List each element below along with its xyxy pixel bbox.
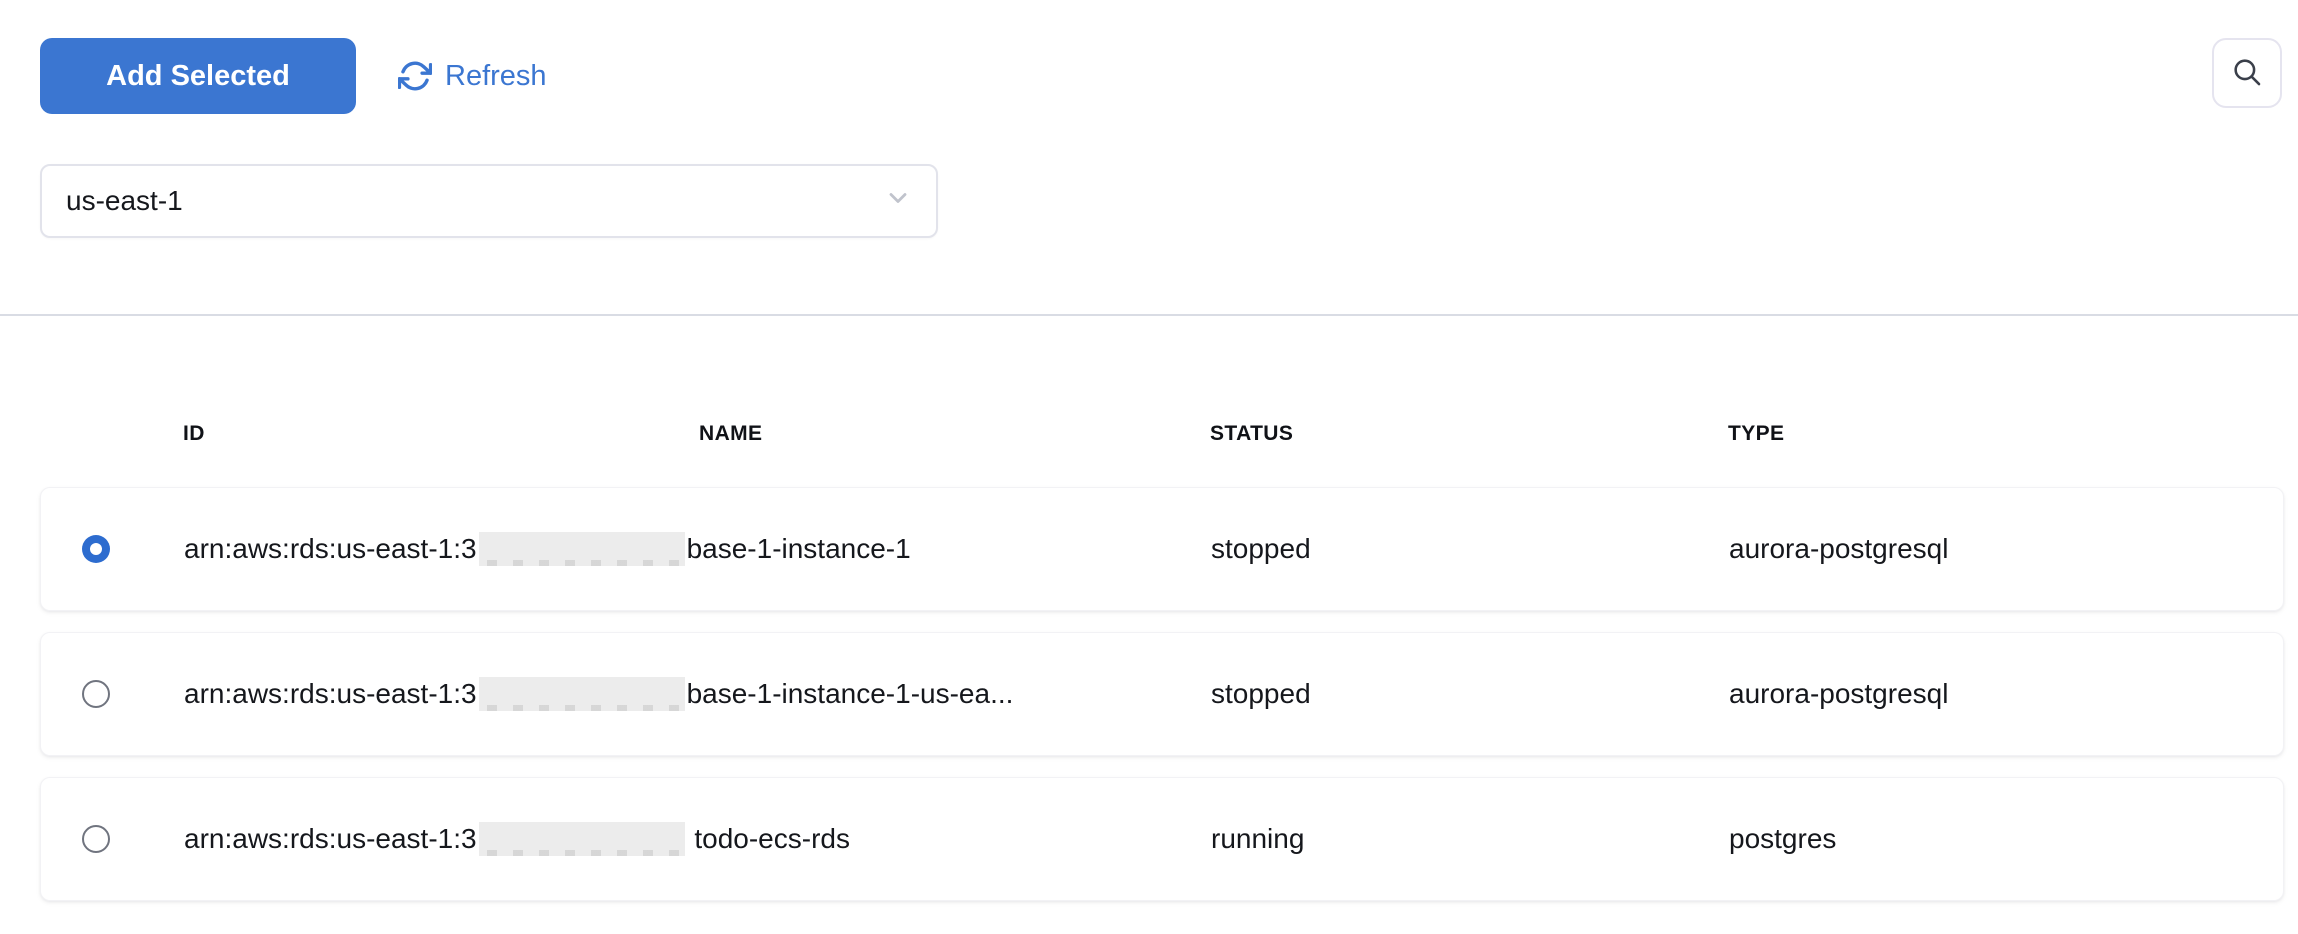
column-header-id: ID (183, 422, 699, 446)
column-header-type: TYPE (1728, 422, 2284, 446)
status-cell: stopped (1211, 533, 1729, 565)
id-suffix: base-1-instance-1 (687, 533, 911, 565)
id-cell: arn:aws:rds:us-east-1:3 base-1-instance-1 (184, 532, 1211, 566)
column-header-status: STATUS (1210, 422, 1728, 446)
redacted-text-block (479, 822, 685, 856)
status-cell: running (1211, 823, 1729, 855)
type-cell: aurora-postgresql (1729, 678, 2283, 710)
row-radio-button[interactable] (82, 535, 110, 563)
divider (0, 314, 2298, 316)
add-selected-button[interactable]: Add Selected (40, 38, 356, 114)
search-icon (2230, 55, 2264, 92)
table-row: arn:aws:rds:us-east-1:3 base-1-instance-1… (40, 632, 2284, 756)
table-row: arn:aws:rds:us-east-1:3 base-1-instance-1… (40, 487, 2284, 611)
row-radio-button[interactable] (82, 680, 110, 708)
id-prefix: arn:aws:rds:us-east-1:3 (184, 823, 477, 855)
type-cell: aurora-postgresql (1729, 533, 2283, 565)
refresh-button[interactable]: Refresh (398, 38, 547, 114)
redacted-text-block (479, 677, 685, 711)
refresh-icon (398, 59, 432, 93)
id-prefix: arn:aws:rds:us-east-1:3 (184, 678, 477, 710)
id-cell: arn:aws:rds:us-east-1:3 todo-ecs-rds (184, 822, 1211, 856)
radio-cell (41, 680, 184, 708)
radio-cell (41, 825, 184, 853)
radio-cell (41, 535, 184, 563)
redacted-text-block (479, 532, 685, 566)
search-button[interactable] (2212, 38, 2282, 108)
table-header: ID NAME STATUS TYPE (40, 414, 2284, 454)
table-row: arn:aws:rds:us-east-1:3 todo-ecs-rds run… (40, 777, 2284, 901)
column-header-name: NAME (699, 422, 1210, 446)
id-prefix: arn:aws:rds:us-east-1:3 (184, 533, 477, 565)
type-cell: postgres (1729, 823, 2283, 855)
chevron-down-icon (884, 184, 912, 219)
region-select-value: us-east-1 (66, 185, 884, 217)
region-select[interactable]: us-east-1 (40, 164, 938, 238)
id-cell: arn:aws:rds:us-east-1:3 base-1-instance-1… (184, 677, 1211, 711)
row-radio-button[interactable] (82, 825, 110, 853)
id-suffix: todo-ecs-rds (687, 823, 850, 855)
status-cell: stopped (1211, 678, 1729, 710)
refresh-label: Refresh (445, 60, 547, 93)
id-suffix: base-1-instance-1-us-ea... (687, 678, 1014, 710)
